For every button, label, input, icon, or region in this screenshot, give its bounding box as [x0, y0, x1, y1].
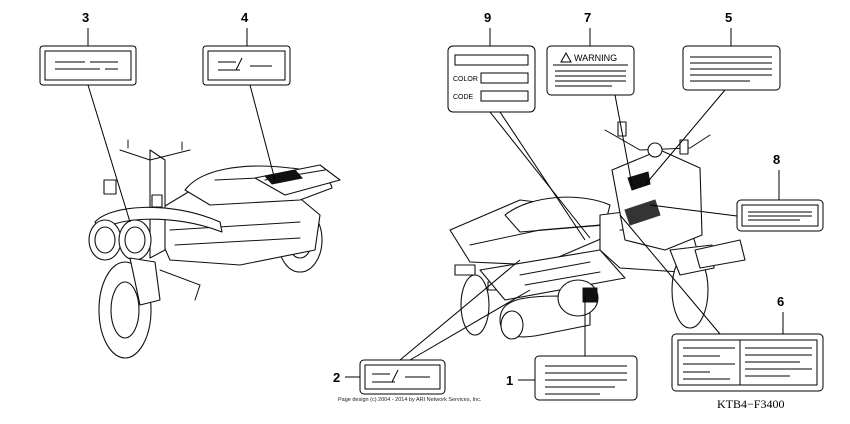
label-9: COLOR CODE	[447, 45, 536, 113]
scooter-front-view	[88, 139, 341, 359]
color-field-label: COLOR	[453, 76, 478, 83]
callout-numbers: 3 4 9 7 5 8 6 2 1	[82, 10, 784, 388]
code-field-label: CODE	[453, 94, 474, 101]
leader-lines	[87, 28, 784, 381]
callout-6: 6	[777, 294, 784, 309]
warning-triangle-icon	[560, 51, 572, 63]
callout-5: 5	[725, 10, 732, 25]
diagram-code: KTB4−F3400	[717, 397, 784, 411]
label-8	[736, 199, 824, 232]
scooter-rear-view	[449, 121, 746, 340]
callout-7: 7	[584, 10, 591, 25]
copyright-notice: Page design (c) 2004 - 2014 by ARI Netwo…	[338, 397, 482, 403]
warning-label-text: WARNING	[574, 53, 617, 63]
label-2	[359, 359, 446, 395]
label-4	[202, 45, 291, 86]
callout-4: 4	[241, 10, 249, 25]
callout-2: 2	[333, 370, 340, 385]
label-1	[534, 355, 638, 401]
callout-1: 1	[506, 373, 513, 388]
label-6	[671, 333, 824, 392]
label-5	[682, 45, 781, 91]
callout-8: 8	[773, 152, 780, 167]
callout-9: 9	[484, 10, 491, 25]
label-3	[39, 45, 137, 86]
callout-3: 3	[82, 10, 89, 25]
label-7: WARNING	[546, 45, 635, 96]
